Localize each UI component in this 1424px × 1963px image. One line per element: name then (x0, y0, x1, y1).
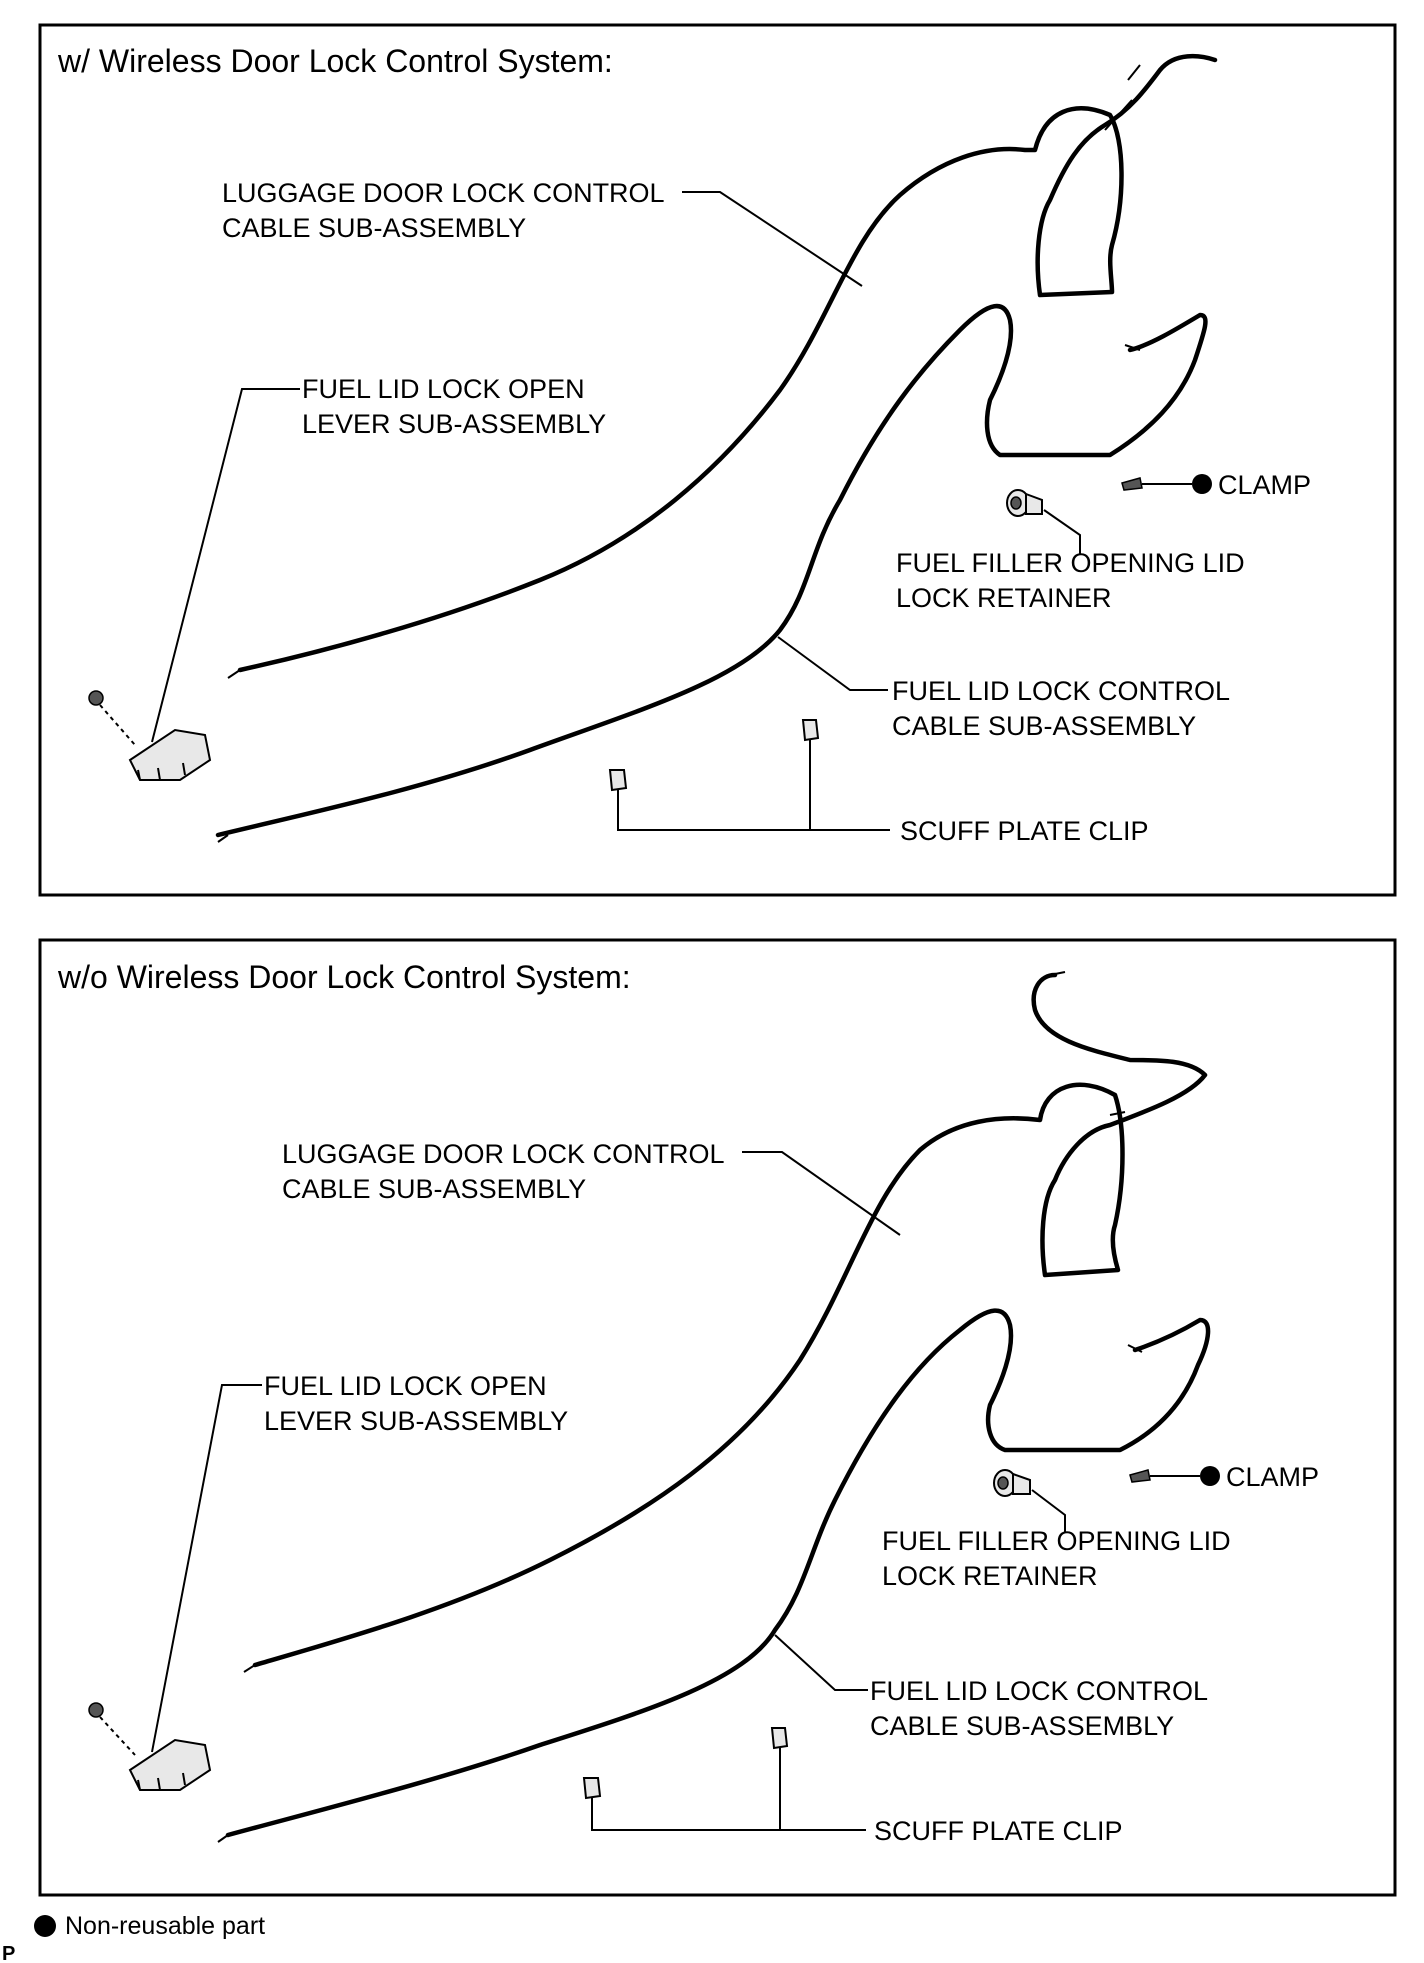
legend-label: Non-reusable part (65, 1912, 265, 1940)
lock-retainer-part (1006, 489, 1043, 517)
label-retainer-1: FUEL FILLER OPENING LID (882, 1526, 1231, 1556)
luggage-cable-end (1104, 99, 1133, 131)
scuff-clip-icon (608, 769, 628, 792)
luggage-cable-start (243, 1664, 256, 1673)
fuel-lid-lock-open-lever (88, 690, 212, 781)
fuel-cable-tip (1124, 344, 1141, 351)
label-lever-1: FUEL LID LOCK OPEN (302, 374, 585, 404)
luggage-cable-start (227, 669, 241, 679)
leader-luggage (682, 191, 863, 287)
label-lever-1: FUEL LID LOCK OPEN (264, 1371, 547, 1401)
panel-title: w/o Wireless Door Lock Control System: (57, 959, 631, 995)
label-clamp: CLAMP (1226, 1462, 1319, 1492)
leader-fuel-cable (774, 1634, 868, 1691)
footer-code: P (2, 1943, 15, 1963)
fuel-lid-lock-open-lever (88, 1702, 212, 1791)
lock-retainer-part (993, 1469, 1031, 1497)
label-luggage-2: CABLE SUB-ASSEMBLY (222, 213, 526, 243)
label-fuel-cable-2: CABLE SUB-ASSEMBLY (892, 711, 1196, 741)
screw-icon (88, 690, 104, 706)
label-fuel-cable-1: FUEL LID LOCK CONTROL (870, 1676, 1208, 1706)
lever-body (128, 728, 212, 781)
label-retainer-1: FUEL FILLER OPENING LID (896, 548, 1245, 578)
fuel-lid-lock-cable (225, 1308, 1211, 1838)
luggage-door-lock-cable (252, 972, 1208, 1668)
panel-without-wireless: w/o Wireless Door Lock Control System: F… (38, 938, 1397, 1897)
label-luggage-2: CABLE SUB-ASSEMBLY (282, 1174, 586, 1204)
panel-title: w/ Wireless Door Lock Control System: (57, 43, 613, 79)
panel-with-wireless: w/ Wireless Door Lock Control System: FU… (38, 23, 1397, 897)
leader-scuff (591, 1748, 866, 1831)
label-scuff: SCUFF PLATE CLIP (900, 816, 1149, 846)
label-clamp: CLAMP (1218, 470, 1311, 500)
scuff-clip-icon (582, 1777, 602, 1800)
fuel-cable-start (217, 1834, 229, 1843)
scuff-clip-icon (801, 719, 820, 742)
clamp-part-icon (1129, 1469, 1151, 1483)
non-reusable-icon (1192, 474, 1212, 494)
luggage-cable-joint (1109, 1111, 1126, 1116)
filled-circle-icon (34, 1915, 56, 1937)
fuel-cable-tip (1127, 1344, 1143, 1353)
panel-frame (38, 23, 1397, 897)
screw-icon (88, 1702, 104, 1718)
leader-lever (151, 388, 300, 743)
clamp-part-icon (1121, 477, 1143, 491)
non-reusable-icon (1200, 1466, 1220, 1486)
label-luggage-1: LUGGAGE DOOR LOCK CONTROL (282, 1139, 725, 1169)
fuel-lid-lock-cable (215, 303, 1208, 838)
label-scuff: SCUFF PLATE CLIP (874, 1816, 1123, 1846)
label-retainer-2: LOCK RETAINER (896, 583, 1112, 613)
panel-frame (38, 938, 1397, 1897)
label-luggage-1: LUGGAGE DOOR LOCK CONTROL (222, 178, 665, 208)
luggage-cable-tip (1127, 64, 1141, 81)
leader-luggage (742, 1151, 901, 1236)
leader-lever (151, 1384, 262, 1753)
luggage-cable-tip (1049, 971, 1066, 976)
scuff-clip-icon (770, 1727, 789, 1750)
label-lever-2: LEVER SUB-ASSEMBLY (264, 1406, 568, 1436)
leader-retainer (1031, 1489, 1066, 1532)
label-lever-2: LEVER SUB-ASSEMBLY (302, 409, 606, 439)
lever-body (128, 1738, 212, 1791)
label-fuel-cable-1: FUEL LID LOCK CONTROL (892, 676, 1230, 706)
legend: Non-reusable part (34, 1912, 265, 1940)
leader-fuel-cable (777, 636, 888, 691)
label-retainer-2: LOCK RETAINER (882, 1561, 1098, 1591)
luggage-door-lock-cable (237, 53, 1218, 673)
leader-scuff (617, 740, 890, 831)
leader-retainer (1043, 509, 1081, 555)
fuel-cable-start (217, 834, 229, 843)
label-fuel-cable-2: CABLE SUB-ASSEMBLY (870, 1711, 1174, 1741)
